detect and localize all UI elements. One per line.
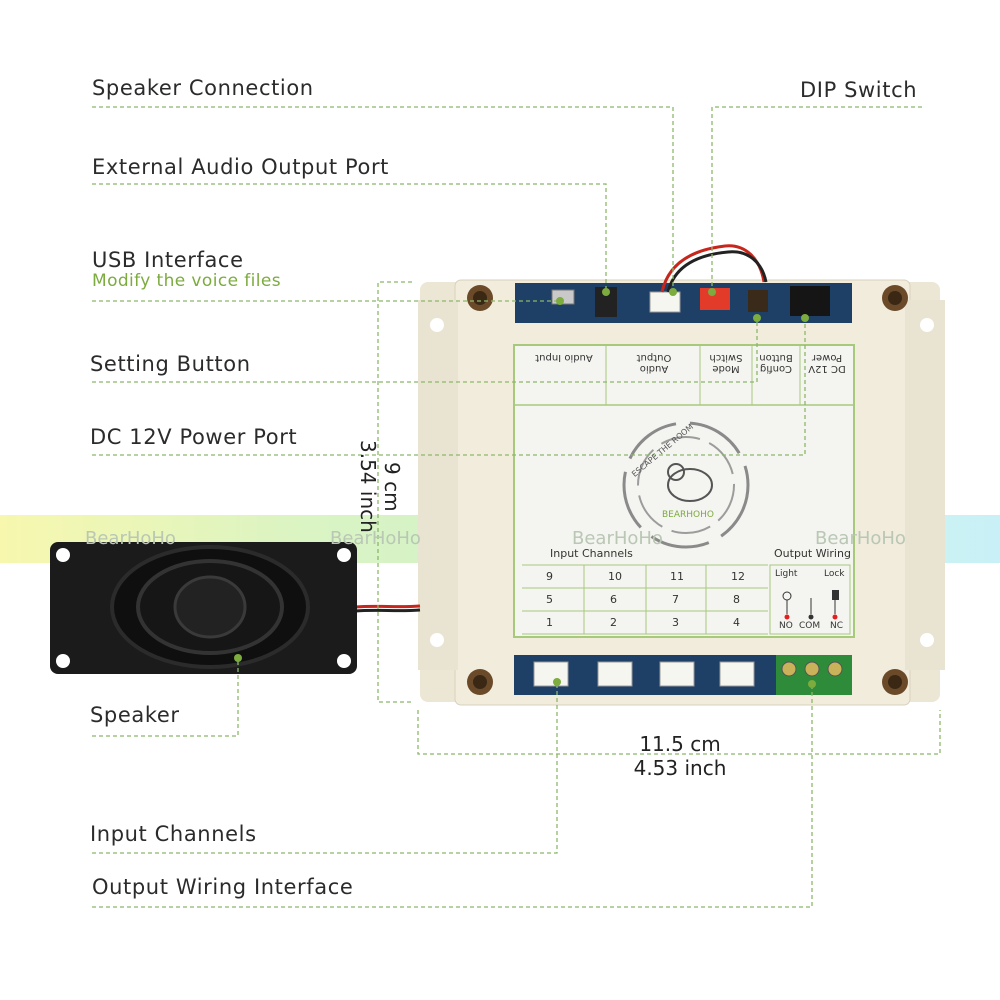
panel-audio-output: Audio Output <box>636 352 672 374</box>
channel-number: 7 <box>672 593 679 606</box>
light-label: Light <box>775 569 798 579</box>
watermark-text: BearHoHo <box>572 528 663 549</box>
channel-grid <box>522 564 851 635</box>
height-cm: 9 cm <box>380 462 404 512</box>
leader-dots <box>234 288 816 688</box>
top-pcb-strip <box>515 244 852 323</box>
channel-number: 3 <box>672 616 679 629</box>
label-output-wiring: Output Wiring Interface <box>92 875 354 899</box>
input-channels-title: Input Channels <box>550 547 633 560</box>
watermark-text: BearHoHo <box>815 528 906 549</box>
panel-brand: BEARHOHO <box>662 510 714 520</box>
label-input-channels: Input Channels <box>90 822 257 846</box>
leader-lines <box>92 106 941 908</box>
panel-mode-switch: Mode Switch <box>709 352 743 374</box>
channel-number: 9 <box>546 570 553 583</box>
channel-number: 10 <box>608 570 622 583</box>
com-label: COM <box>799 621 821 631</box>
label-speaker-connection: Speaker Connection <box>92 76 314 100</box>
watermark-text: BearHoHo <box>85 528 176 549</box>
bottom-connector-strip <box>514 655 852 695</box>
channel-number: 1 <box>546 616 553 629</box>
label-dc-power: DC 12V Power Port <box>90 425 298 449</box>
label-setting-button: Setting Button <box>90 352 251 376</box>
label-dip-switch: DIP Switch <box>800 78 918 102</box>
label-speaker: Speaker <box>90 703 180 727</box>
channel-number: 6 <box>610 593 617 606</box>
panel-dc-power: DC 12V Power <box>808 352 846 374</box>
no-label: NO <box>779 621 793 631</box>
label-usb-sub: Modify the voice files <box>92 271 281 291</box>
channel-number: 12 <box>731 570 745 583</box>
speaker-unit <box>50 542 421 674</box>
channel-number: 11 <box>670 570 684 583</box>
nc-label: NC <box>830 621 844 631</box>
height-inch: 3.54 inch <box>356 440 380 533</box>
channel-number: 2 <box>610 616 617 629</box>
label-panel <box>513 344 855 638</box>
label-external-audio: External Audio Output Port <box>92 155 390 179</box>
label-usb-interface: USB Interface <box>92 248 244 272</box>
watermark-text: BearHoHo <box>330 528 421 549</box>
lock-label: Lock <box>824 569 845 579</box>
width-cm: 11.5 cm <box>639 732 721 756</box>
channel-number: 5 <box>546 593 553 606</box>
panel-audio-input: Audio Input <box>535 352 593 363</box>
width-inch: 4.53 inch <box>633 756 727 780</box>
channel-number: 4 <box>733 616 740 629</box>
panel-config-button: Config Button <box>759 352 793 374</box>
output-wiring-title: Output Wiring <box>774 547 851 560</box>
channel-number: 8 <box>733 593 740 606</box>
